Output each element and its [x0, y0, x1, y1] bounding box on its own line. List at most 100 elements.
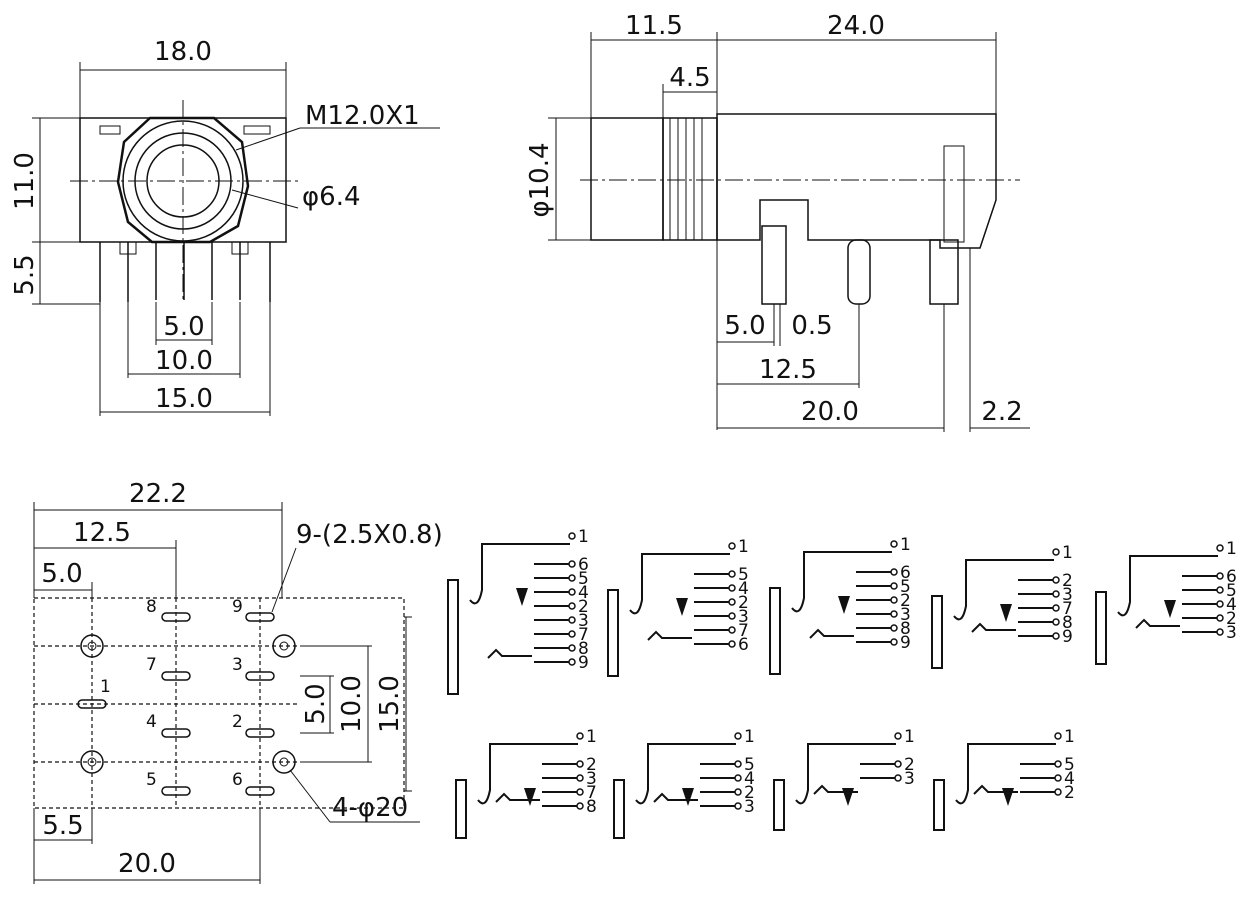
- terminal-label: 9: [1062, 627, 1073, 647]
- front-pitch-c-label: 15.0: [155, 384, 213, 414]
- side-5-label: 5.0: [724, 311, 765, 341]
- terminal-label: 7: [1062, 599, 1073, 619]
- terminal-label: 8: [578, 639, 589, 659]
- slot-4-label: 4: [146, 712, 157, 732]
- terminal-dot: [894, 760, 902, 768]
- side-20-label: 20.0: [801, 397, 859, 427]
- tip-contact: [629, 553, 730, 615]
- terminal-dot: [728, 626, 736, 634]
- terminal-dot: [728, 640, 736, 648]
- switch-arrow: [838, 596, 850, 614]
- front-pin-length-label: 5.5: [10, 254, 40, 295]
- terminal-label: 5: [578, 569, 589, 589]
- terminal-label: 3: [744, 797, 755, 817]
- side-front-length-label: 11.5: [625, 11, 683, 41]
- terminal-label: 4: [578, 583, 589, 603]
- terminal-dot: [728, 598, 736, 606]
- plug-sleeve: [773, 779, 785, 831]
- switch-arrow: [524, 788, 536, 806]
- side-diameter-label: φ10.4: [525, 142, 555, 217]
- front-view: 18.0 11.0 5.5 5.0 10.0 15.0 M12.0X1 φ6.4: [10, 37, 440, 416]
- plug-sleeve: [607, 589, 619, 677]
- fp-125-label: 12.5: [73, 518, 131, 548]
- terminal-label: 5: [744, 755, 755, 775]
- terminal-dot: [734, 760, 742, 768]
- tip-contact: [791, 551, 892, 613]
- plug-sleeve: [1095, 591, 1107, 665]
- terminal-label: 8: [586, 797, 597, 817]
- side-body-length-label: 24.0: [827, 11, 885, 41]
- terminal-label: 8: [900, 619, 911, 639]
- switch-arrow: [1000, 604, 1012, 622]
- tip-contact: [1117, 555, 1218, 617]
- terminal-label: 1: [578, 527, 589, 547]
- terminal-dot: [1054, 774, 1062, 782]
- terminal-label: 6: [1226, 567, 1237, 587]
- terminal-dot: [576, 760, 584, 768]
- ring-contact: [813, 784, 858, 795]
- terminal-dot: [568, 588, 576, 596]
- terminal-label: 1: [586, 727, 597, 747]
- terminal-dot: [1216, 600, 1224, 608]
- terminal-dot: [1054, 788, 1062, 796]
- terminal-label: 3: [900, 605, 911, 625]
- terminal-label: 7: [578, 625, 589, 645]
- terminal-dot: [1052, 548, 1060, 556]
- terminal-dot: [1216, 628, 1224, 636]
- terminal-label: 1: [1226, 539, 1237, 559]
- terminal-dot: [728, 612, 736, 620]
- terminal-label: 4: [1064, 769, 1075, 789]
- side-22-label: 2.2: [981, 397, 1022, 427]
- terminal-label: 3: [904, 769, 915, 789]
- slot-1-label: 1: [100, 677, 111, 697]
- terminal-label: 5: [738, 565, 749, 585]
- terminal-label: 4: [744, 769, 755, 789]
- terminal-label: 1: [1062, 543, 1073, 563]
- fp-v50-label: 5.0: [301, 683, 331, 724]
- slot-9-label: 9: [232, 597, 243, 617]
- terminal-label: 2: [586, 755, 597, 775]
- footprint-view: 8 9 7 3 1 4 2 5 6 22.2 12.5 5.0 5.5 20.0: [33, 479, 443, 884]
- terminal-dot: [728, 542, 736, 550]
- tip-contact: [955, 743, 1056, 805]
- terminal-label: 2: [1226, 609, 1237, 629]
- slot-3-label: 3: [232, 655, 243, 675]
- terminal-label: 2: [1064, 783, 1075, 803]
- thread-label: M12.0X1: [305, 101, 420, 131]
- terminal-label: 1: [738, 537, 749, 557]
- side-05-label: 0.5: [791, 311, 832, 341]
- schematics: 1654237891542376165238912378916542312378…: [447, 527, 1237, 839]
- terminal-dot: [894, 732, 902, 740]
- fp-222-label: 22.2: [129, 479, 187, 509]
- terminal-label: 3: [738, 607, 749, 627]
- terminal-dot: [890, 582, 898, 590]
- terminal-label: 9: [578, 653, 589, 673]
- fp-v150-label: 15.0: [375, 675, 405, 733]
- terminal-dot: [1216, 572, 1224, 580]
- tip-contact: [477, 743, 578, 805]
- plug-sleeve: [613, 779, 625, 839]
- switch-arrow: [516, 588, 528, 606]
- fp-55-label: 5.5: [42, 811, 83, 841]
- switch-arrow: [1002, 788, 1014, 806]
- terminal-dot: [1216, 586, 1224, 594]
- terminal-dot: [1216, 614, 1224, 622]
- tip-contact: [469, 543, 570, 605]
- terminal-dot: [894, 774, 902, 782]
- ring-contact: [653, 792, 698, 803]
- front-height-label: 11.0: [10, 152, 40, 210]
- terminal-dot: [1052, 590, 1060, 598]
- terminal-label: 7: [738, 621, 749, 641]
- bore-label: φ6.4: [302, 182, 361, 212]
- terminal-label: 2: [904, 755, 915, 775]
- terminal-dot: [890, 540, 898, 548]
- terminal-dot: [568, 658, 576, 666]
- terminal-label: 1: [744, 727, 755, 747]
- fp-50-label: 5.0: [41, 559, 82, 589]
- terminal-dot: [576, 788, 584, 796]
